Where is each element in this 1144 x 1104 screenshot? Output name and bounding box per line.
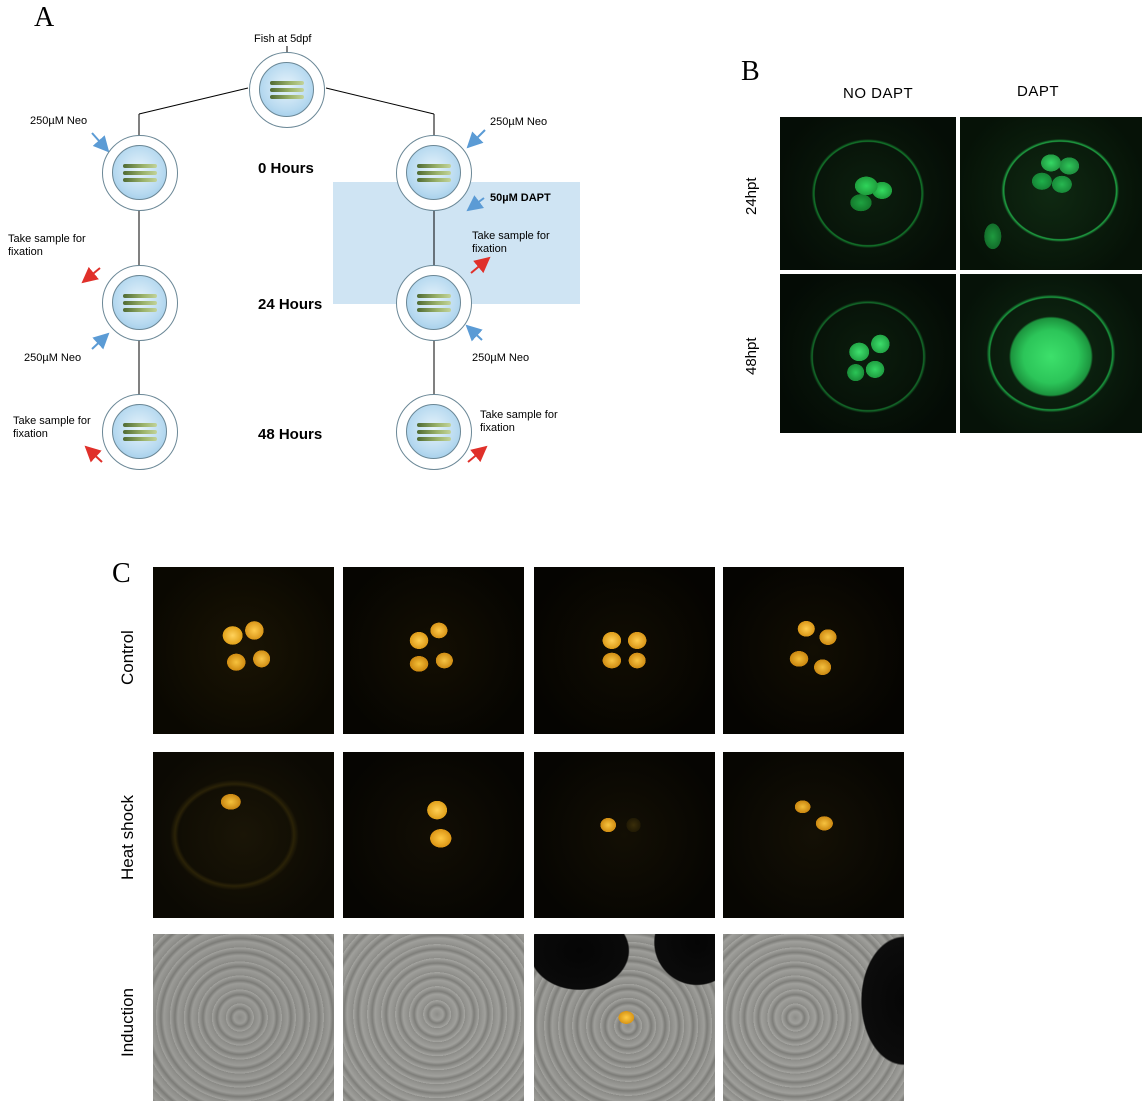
micrograph-b-24h-nodapt (780, 117, 956, 270)
dish-left-0h (102, 135, 178, 211)
micrograph-c-heatshock-1 (153, 752, 334, 918)
row-head-48hpt: 48hpt (743, 337, 760, 375)
sample-arrow-right-bottom (467, 445, 488, 463)
row-head-control: Control (118, 630, 137, 685)
column-head-dapt: DAPT (1017, 83, 1060, 100)
left-neo-top-label: 250µM Neo (30, 115, 88, 127)
micrograph-c-control-2 (343, 567, 524, 734)
micrograph-c-control-4 (723, 567, 904, 734)
branch-line-right (325, 87, 435, 115)
right-sample-mid-label: Take sample for fixation (472, 230, 550, 255)
row-head-induction: Induction (118, 988, 137, 1057)
row-head-heat-shock: Heat shock (118, 794, 137, 880)
dish-right-48h (396, 394, 472, 470)
micrograph-b-24h-dapt (960, 117, 1142, 270)
micrograph-c-induction-1 (153, 934, 334, 1101)
right-dapt-label: 50µM DAPT (490, 192, 551, 204)
hours-label-48: 48 Hours (258, 426, 323, 443)
micrograph-c-heatshock-4 (723, 752, 904, 918)
micrograph-c-heatshock-2 (343, 752, 524, 918)
right-sample-bottom-label: Take sample for fixation (480, 409, 558, 434)
fish-at-5dpf-label: Fish at 5dpf (254, 33, 312, 45)
left-sample-bottom-label: Take sample for fixation (13, 415, 91, 440)
micrograph-c-control-3 (534, 567, 715, 734)
left-neo-mid-label: 250µM Neo (24, 352, 82, 364)
dish-right-0h (396, 135, 472, 211)
sample-arrow-left-mid (81, 266, 101, 284)
branch-line-left (138, 87, 249, 115)
dish-left-24h (102, 265, 178, 341)
sample-arrow-left-bottom (84, 445, 103, 463)
panel-c-letter: C (112, 558, 131, 589)
micrograph-c-induction-3 (534, 934, 715, 1101)
left-sample-mid-label: Take sample for fixation (8, 233, 86, 258)
dish-top (249, 52, 325, 128)
neo-arrow-right-top (466, 129, 486, 149)
column-head-no-dapt: NO DAPT (843, 85, 914, 102)
right-neo-mid-label: 250µM Neo (472, 352, 530, 364)
hours-label-24: 24 Hours (258, 296, 323, 313)
hours-label-0: 0 Hours (258, 160, 314, 177)
micrograph-b-48h-nodapt (780, 274, 956, 433)
neo-arrow-left-mid (91, 332, 110, 350)
dapt-arrow-right (466, 195, 485, 212)
row-head-24hpt: 24hpt (743, 177, 760, 215)
sample-arrow-right-mid (470, 256, 491, 274)
panel-a-letter: A (34, 2, 55, 33)
right-neo-top-label: 250µM Neo (490, 116, 548, 128)
micrograph-c-induction-4 (723, 934, 904, 1101)
micrograph-b-48h-dapt (960, 274, 1142, 433)
micrograph-c-heatshock-3 (534, 752, 715, 918)
micrograph-c-control-1 (153, 567, 334, 734)
neo-arrow-left-top (91, 132, 110, 153)
micrograph-c-induction-2 (343, 934, 524, 1101)
dish-left-48h (102, 394, 178, 470)
neo-arrow-right-mid (465, 324, 483, 342)
panel-b-letter: B (741, 56, 760, 87)
dish-right-24h (396, 265, 472, 341)
